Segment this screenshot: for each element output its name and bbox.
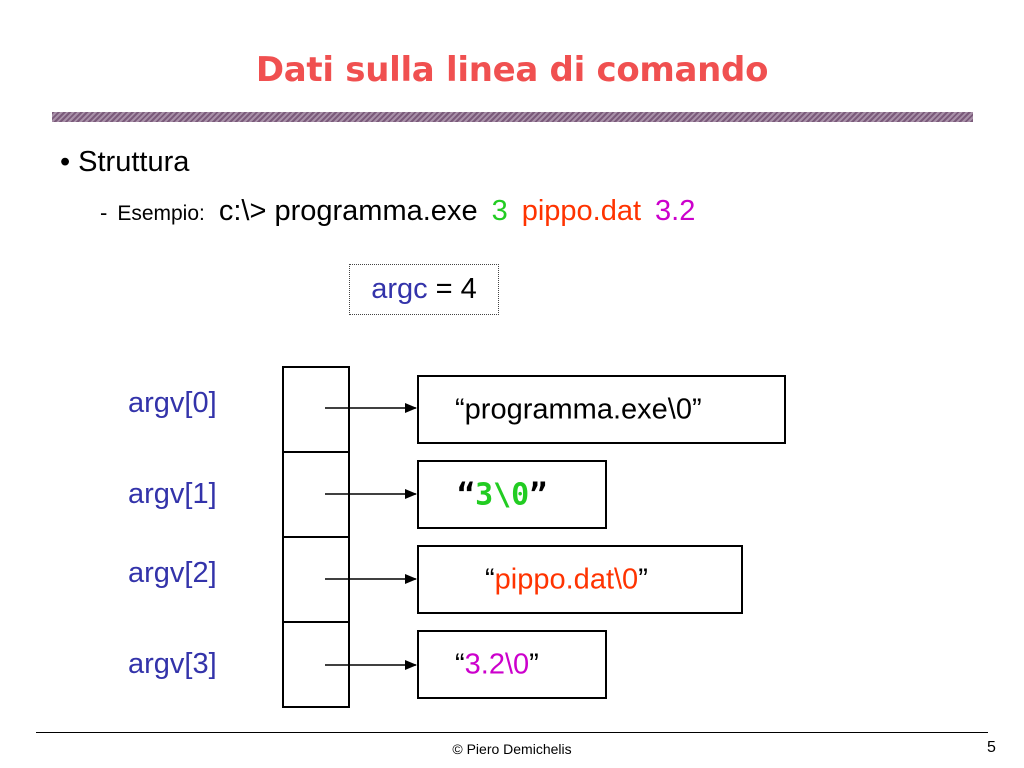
argv-label-1: argv[1]	[128, 478, 217, 510]
page-number: 5	[987, 739, 996, 756]
bullet-text: Struttura	[78, 146, 190, 178]
string-box-3: “3.2\0”	[417, 630, 607, 699]
string-text-2: “pippo.dat\0”	[485, 563, 648, 595]
example-arg-3: 3.2	[655, 195, 696, 227]
argc-box: argc = 4	[349, 264, 499, 315]
string-text-1: “3\0”	[457, 477, 548, 512]
bullet-dot: •	[60, 146, 71, 178]
argv-cell-2	[282, 536, 350, 623]
example-arg-1: 3	[491, 195, 508, 227]
argv-cell-0	[282, 366, 350, 453]
sub-bullet-dash: -	[100, 200, 108, 225]
title-divider	[52, 112, 973, 122]
bullet-struttura: •Struttura	[60, 146, 189, 179]
argv-cell-3	[282, 621, 350, 708]
example-arg-2: pippo.dat	[521, 195, 642, 227]
argv-cell-1	[282, 451, 350, 538]
argc-value: = 4	[427, 273, 477, 305]
string-box-0: “programma.exe\0”	[417, 375, 786, 444]
argv-label-3: argv[3]	[128, 648, 217, 680]
slide-title: Dati sulla linea di comando	[255, 50, 769, 90]
footer-copyright: © Piero Demichelis	[452, 741, 572, 757]
string-box-1: “3\0”	[417, 460, 607, 529]
example-label: Esempio:	[117, 202, 205, 225]
argv-label-2: argv[2]	[128, 557, 217, 589]
string-box-2: “pippo.dat\0”	[417, 545, 743, 614]
example-command: c:\> programma.exe	[218, 195, 478, 227]
example-line: -Esempio: c:\> programma.exe 3 pippo.dat 3.2	[100, 195, 695, 228]
footer-divider	[36, 732, 988, 733]
string-text-0: “programma.exe\0”	[455, 393, 702, 425]
argv-label-0: argv[0]	[128, 387, 217, 419]
argc-name: argc	[371, 273, 428, 305]
string-text-3: “3.2\0”	[455, 648, 539, 680]
